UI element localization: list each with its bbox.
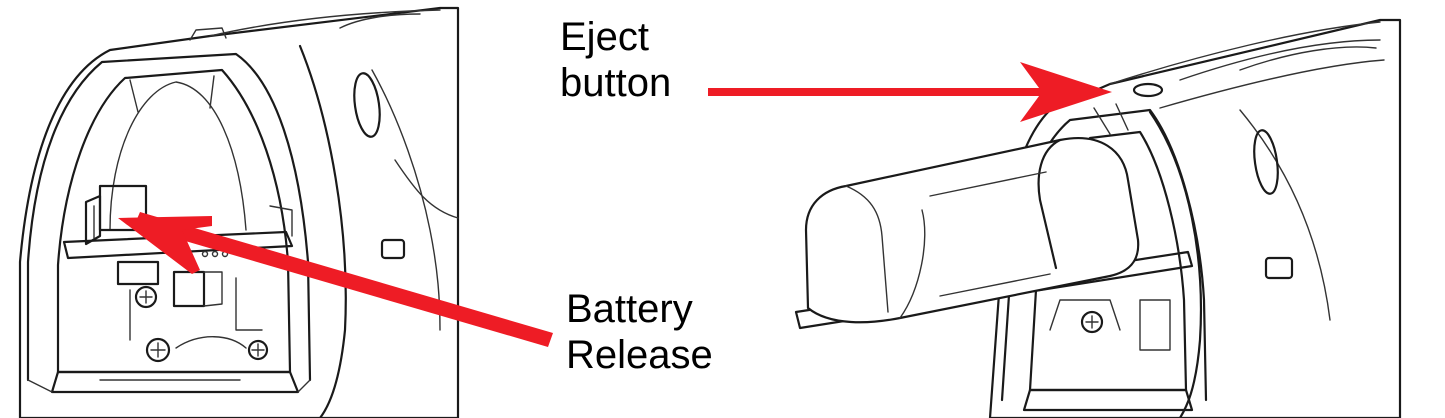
release-label-line-1: Battery	[566, 287, 693, 331]
right-device-drawing	[794, 18, 1402, 418]
battery-release-label: Battery Release	[566, 286, 713, 378]
eject-label-line-1: Eject	[560, 15, 649, 59]
eject-arrow-shaft	[708, 88, 1093, 96]
battery-release-arrow-shaft	[134, 212, 553, 347]
battery-release-arrow	[118, 212, 553, 347]
eject-button-label: Eject button	[560, 14, 671, 106]
battery-release-arrow-head	[118, 216, 212, 274]
eject-arrow-head	[1020, 62, 1112, 122]
left-device-drawing	[18, 6, 460, 418]
eject-arrow	[708, 62, 1112, 122]
release-label-line-2: Release	[566, 333, 713, 377]
eject-label-line-2: button	[560, 61, 672, 105]
